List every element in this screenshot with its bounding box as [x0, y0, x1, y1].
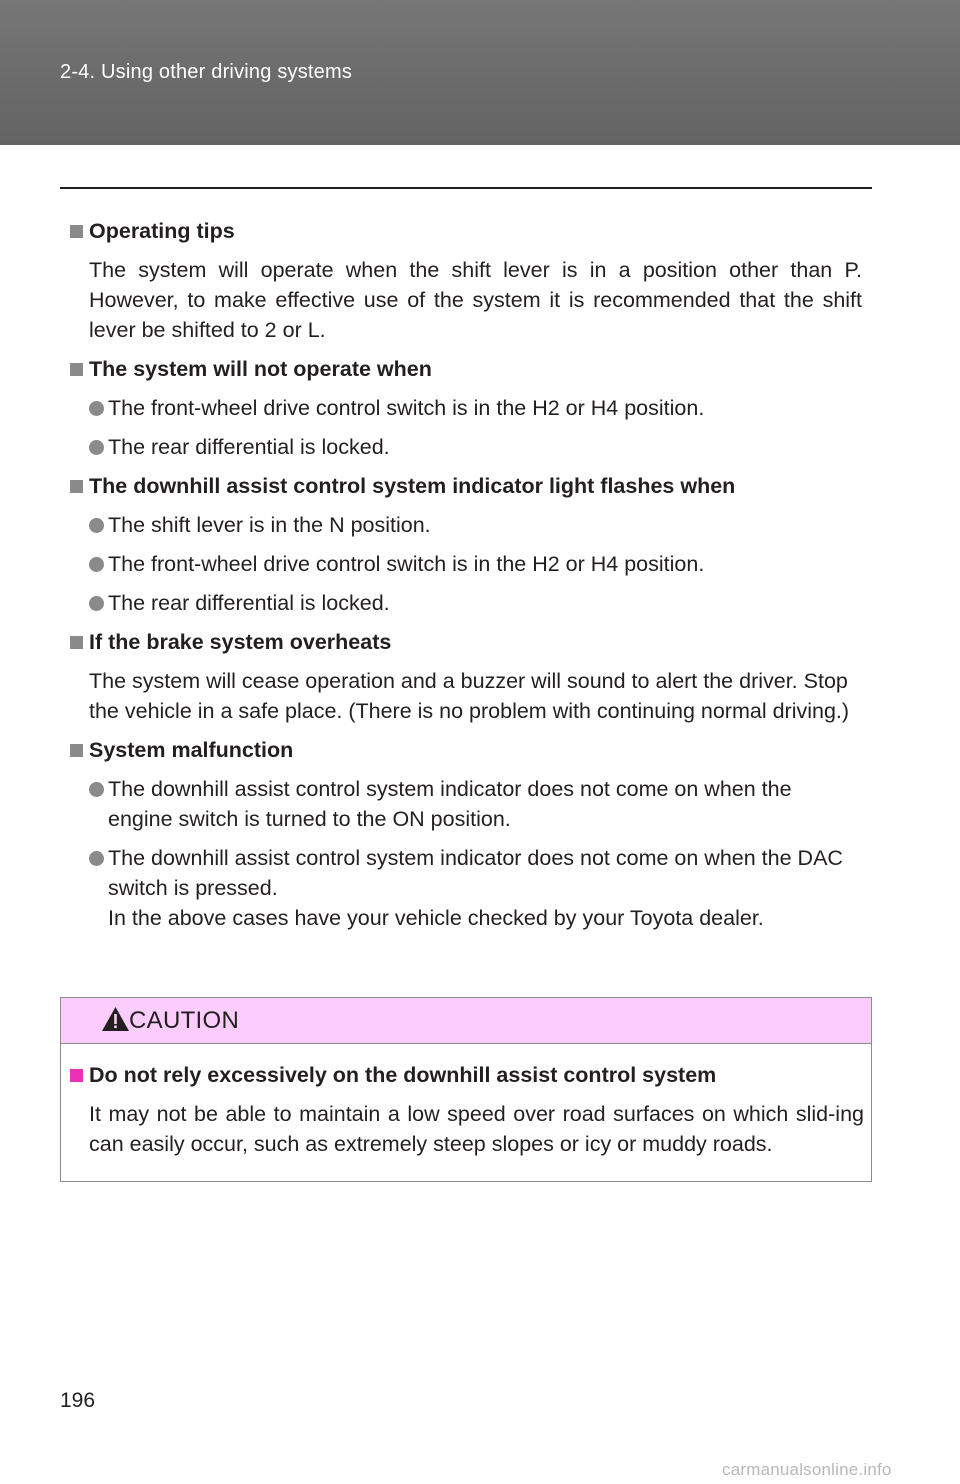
- caution-header: CAUTION: [61, 998, 871, 1044]
- section-operating-tips: Operating tips The system will operate w…: [70, 216, 862, 345]
- list-item: The rear differential is locked.: [70, 588, 862, 618]
- section-text: The system will operate when the shift l…: [89, 258, 862, 342]
- section-brake-overheats: If the brake system overheats The system…: [70, 627, 862, 726]
- caution-box: CAUTION Do not rely excessively on the d…: [60, 997, 872, 1182]
- caution-title: Do not rely excessively on the downhill …: [70, 1060, 864, 1090]
- circle-bullet-icon: [89, 557, 104, 572]
- section-system-malfunction: System malfunction The downhill assist c…: [70, 735, 862, 933]
- circle-bullet-icon: [89, 401, 104, 416]
- page-header: 2-4. Using other driving systems: [0, 0, 960, 145]
- circle-bullet-icon: [89, 782, 104, 797]
- section-title: If the brake system overheats: [89, 630, 392, 654]
- square-bullet-icon: [70, 225, 83, 238]
- list-item: The rear differential is locked.: [70, 432, 862, 462]
- list-item: The shift lever is in the N position.: [70, 510, 862, 540]
- list-item: The downhill assist control system indic…: [70, 774, 862, 834]
- circle-bullet-icon: [89, 440, 104, 455]
- circle-bullet-icon: [89, 518, 104, 533]
- section-not-operate: The system will not operate when The fro…: [70, 354, 862, 462]
- section-title: Operating tips: [89, 219, 235, 243]
- square-bullet-icon: [70, 480, 83, 493]
- section-breadcrumb: 2-4. Using other driving systems: [60, 61, 353, 83]
- square-bullet-icon: [70, 636, 83, 649]
- circle-bullet-icon: [89, 851, 104, 866]
- list-item: The front-wheel drive control switch is …: [70, 549, 862, 579]
- dealer-note: In the above cases have your vehicle che…: [108, 906, 764, 930]
- list-item: The front-wheel drive control switch is …: [70, 393, 862, 423]
- section-title: The downhill assist control system indic…: [89, 474, 736, 498]
- section-title: System malfunction: [89, 738, 294, 762]
- section-indicator-flashes: The downhill assist control system indic…: [70, 471, 862, 618]
- divider-rule: [60, 187, 872, 189]
- section-title: The system will not operate when: [89, 357, 432, 381]
- square-bullet-icon: [70, 744, 83, 757]
- circle-bullet-icon: [89, 596, 104, 611]
- square-bullet-icon: [70, 363, 83, 376]
- watermark: carmanualsonline.info: [722, 1460, 892, 1479]
- square-bullet-icon: [70, 1069, 83, 1082]
- caution-text: It may not be able to maintain a low spe…: [89, 1102, 864, 1156]
- main-content: Operating tips The system will operate w…: [70, 216, 862, 942]
- section-text: The system will cease operation and a bu…: [89, 669, 850, 723]
- caution-label: CAUTION: [129, 1007, 240, 1034]
- warning-triangle-icon: [102, 1007, 129, 1031]
- list-item: The downhill assist control system indic…: [70, 843, 862, 933]
- page-number: 196: [60, 1389, 96, 1412]
